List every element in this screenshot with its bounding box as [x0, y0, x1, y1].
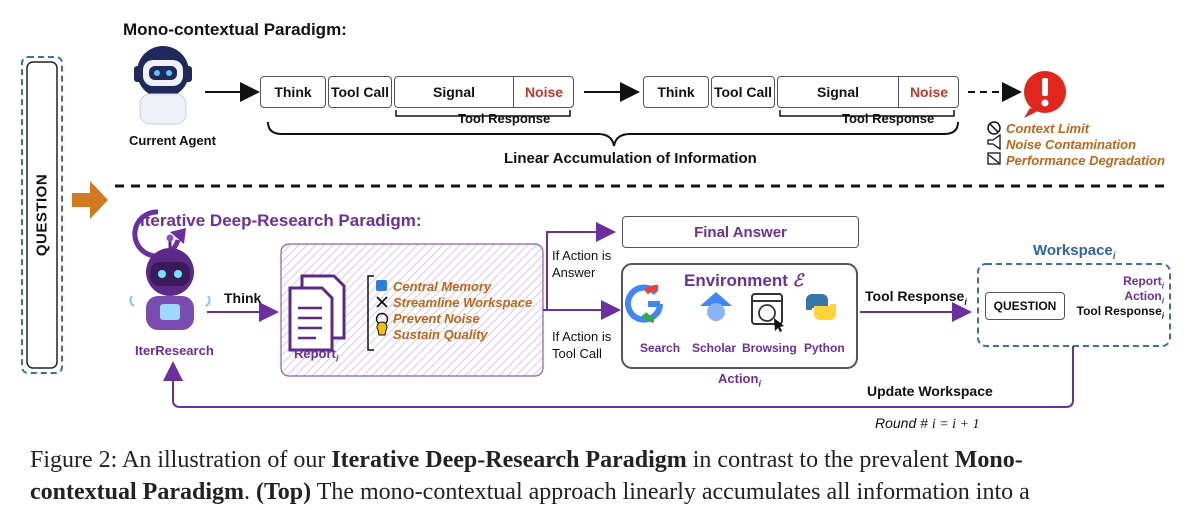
- performance-degradation-icon: [987, 152, 1001, 165]
- update-loop-arrow: [163, 346, 1074, 408]
- linear-brace: [267, 121, 959, 147]
- action-label: Actioni: [718, 371, 761, 389]
- tool-scholar-label: Scholar: [692, 341, 737, 355]
- tool-response-label-1: Tool Response: [458, 111, 551, 126]
- iterresearch-robot-icon: [129, 234, 211, 330]
- signal-label: Signal: [816, 84, 859, 100]
- round-label: Round # i = i + 1: [875, 415, 980, 432]
- sustain-quality-icon: [376, 321, 388, 336]
- question-label: QUESTION: [33, 173, 51, 257]
- scholar-icon: [700, 292, 732, 321]
- question-dashed-frame: [21, 56, 63, 374]
- search-google-icon: [625, 284, 663, 323]
- ws-report: Reporti: [1123, 274, 1164, 291]
- iterative-title: Iterative Deep-Research Paradigm:: [140, 211, 422, 230]
- feature-sustain-quality: Sustain Quality: [393, 327, 488, 342]
- environment-box: [621, 263, 858, 369]
- tool-response-box-2: Signal Noise: [777, 76, 959, 108]
- tool-python-label: Python: [804, 341, 845, 355]
- tool-response-box-1: Signal Noise: [394, 76, 574, 108]
- tool-browsing-label: Browsing: [742, 341, 797, 355]
- think-label: Think: [224, 290, 262, 306]
- toolcall-box-1: Tool Call: [328, 76, 392, 108]
- report-document-icon: [288, 274, 346, 352]
- noise-label: Noise: [524, 84, 564, 100]
- orange-arrow: [72, 181, 108, 219]
- think-box-1: Think: [260, 76, 326, 108]
- current-agent-label: Current Agent: [129, 133, 216, 148]
- toolcall-box-2: Tool Call: [711, 76, 775, 108]
- update-workspace-label: Update Workspace: [867, 383, 993, 399]
- feature-streamline-workspace: Streamline Workspace: [393, 295, 533, 310]
- alert-icon: [1024, 71, 1066, 118]
- environment-title: Environment ℰ: [684, 271, 803, 290]
- context-limit-icon: [987, 121, 1001, 135]
- caption-line-1: Figure 2: An illustration of our Iterati…: [30, 447, 1023, 473]
- noise-label: Noise: [909, 84, 949, 100]
- tool-response-label-2: Tool Response: [842, 111, 935, 126]
- iterresearch-label: IterResearch: [135, 343, 214, 358]
- final-answer-box: Final Answer: [622, 216, 859, 248]
- report-label: Reporti: [294, 346, 339, 364]
- ws-action: Actioni: [1124, 289, 1164, 306]
- streamline-icon: [376, 296, 388, 308]
- caption-line-2: contextual Paradigm. (Top) The mono-cont…: [30, 479, 1030, 505]
- noise-contamination-label: Noise Contamination: [1006, 137, 1137, 152]
- ws-tool-response: Tool Responsei: [1076, 304, 1164, 321]
- feature-prevent-noise: Prevent Noise: [393, 311, 480, 326]
- context-limit-label: Context Limit: [1006, 121, 1090, 136]
- mono-title: Mono-contextual Paradigm:: [123, 20, 347, 39]
- tool-response-i-label: Tool Responsei: [865, 288, 967, 307]
- question-box: [26, 61, 58, 369]
- noise-contamination-icon: [987, 133, 1001, 151]
- workspace-question-box: QUESTION: [985, 292, 1065, 320]
- python-icon: [806, 294, 836, 320]
- central-memory-icon: [376, 280, 387, 291]
- current-agent-robot-icon: [134, 46, 192, 125]
- signal-label: Signal: [432, 84, 475, 100]
- workspace-title: Workspacei: [1033, 242, 1116, 262]
- tool-search-label: Search: [640, 341, 681, 355]
- linear-accumulation-label: Linear Accumulation of Information: [504, 150, 757, 167]
- think-box-2: Think: [643, 76, 709, 108]
- performance-degradation-label: Performance Degradation: [1006, 153, 1165, 168]
- feature-central-memory: Central Memory: [393, 279, 492, 294]
- browsing-icon: [751, 293, 784, 332]
